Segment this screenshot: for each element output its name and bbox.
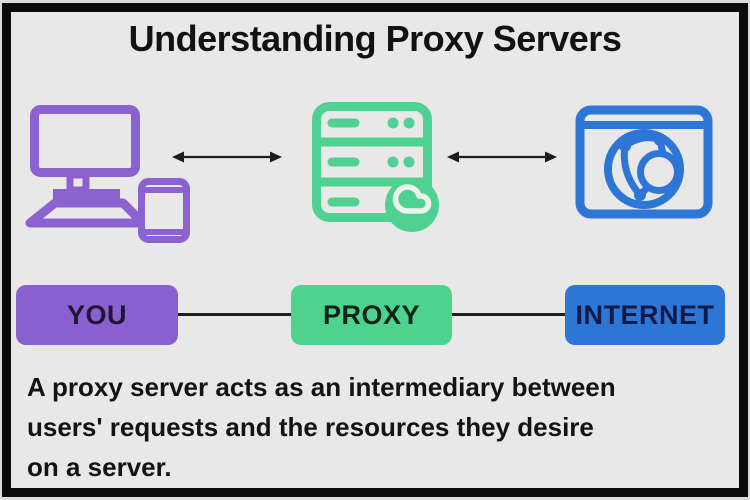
infographic-frame: Understanding Proxy Servers	[2, 3, 748, 497]
line-you-proxy	[178, 313, 291, 316]
proxy-box: PROXY	[291, 285, 452, 345]
line-proxy-internet	[452, 313, 565, 316]
arrow-you-proxy	[172, 151, 282, 163]
description-line-2: users' requests and the resources they d…	[27, 412, 594, 442]
browser-globe-icon	[575, 105, 713, 219]
arrow-proxy-internet	[447, 151, 557, 163]
description-text: A proxy server acts as an intermediary b…	[27, 367, 737, 487]
page-title: Understanding Proxy Servers	[128, 18, 622, 59]
internet-box: INTERNET	[565, 285, 725, 345]
you-box: YOU	[16, 285, 178, 345]
description-line-1: A proxy server acts as an intermediary b…	[27, 372, 616, 402]
proxy-label: PROXY	[322, 299, 421, 330]
desktop-and-phone-icon	[25, 105, 190, 243]
internet-label: INTERNET	[575, 299, 715, 330]
description-line-3: on a server.	[27, 452, 172, 482]
you-label: YOU	[66, 299, 127, 330]
cloud-icon	[392, 184, 432, 214]
server-cloud-icon	[312, 102, 439, 232]
